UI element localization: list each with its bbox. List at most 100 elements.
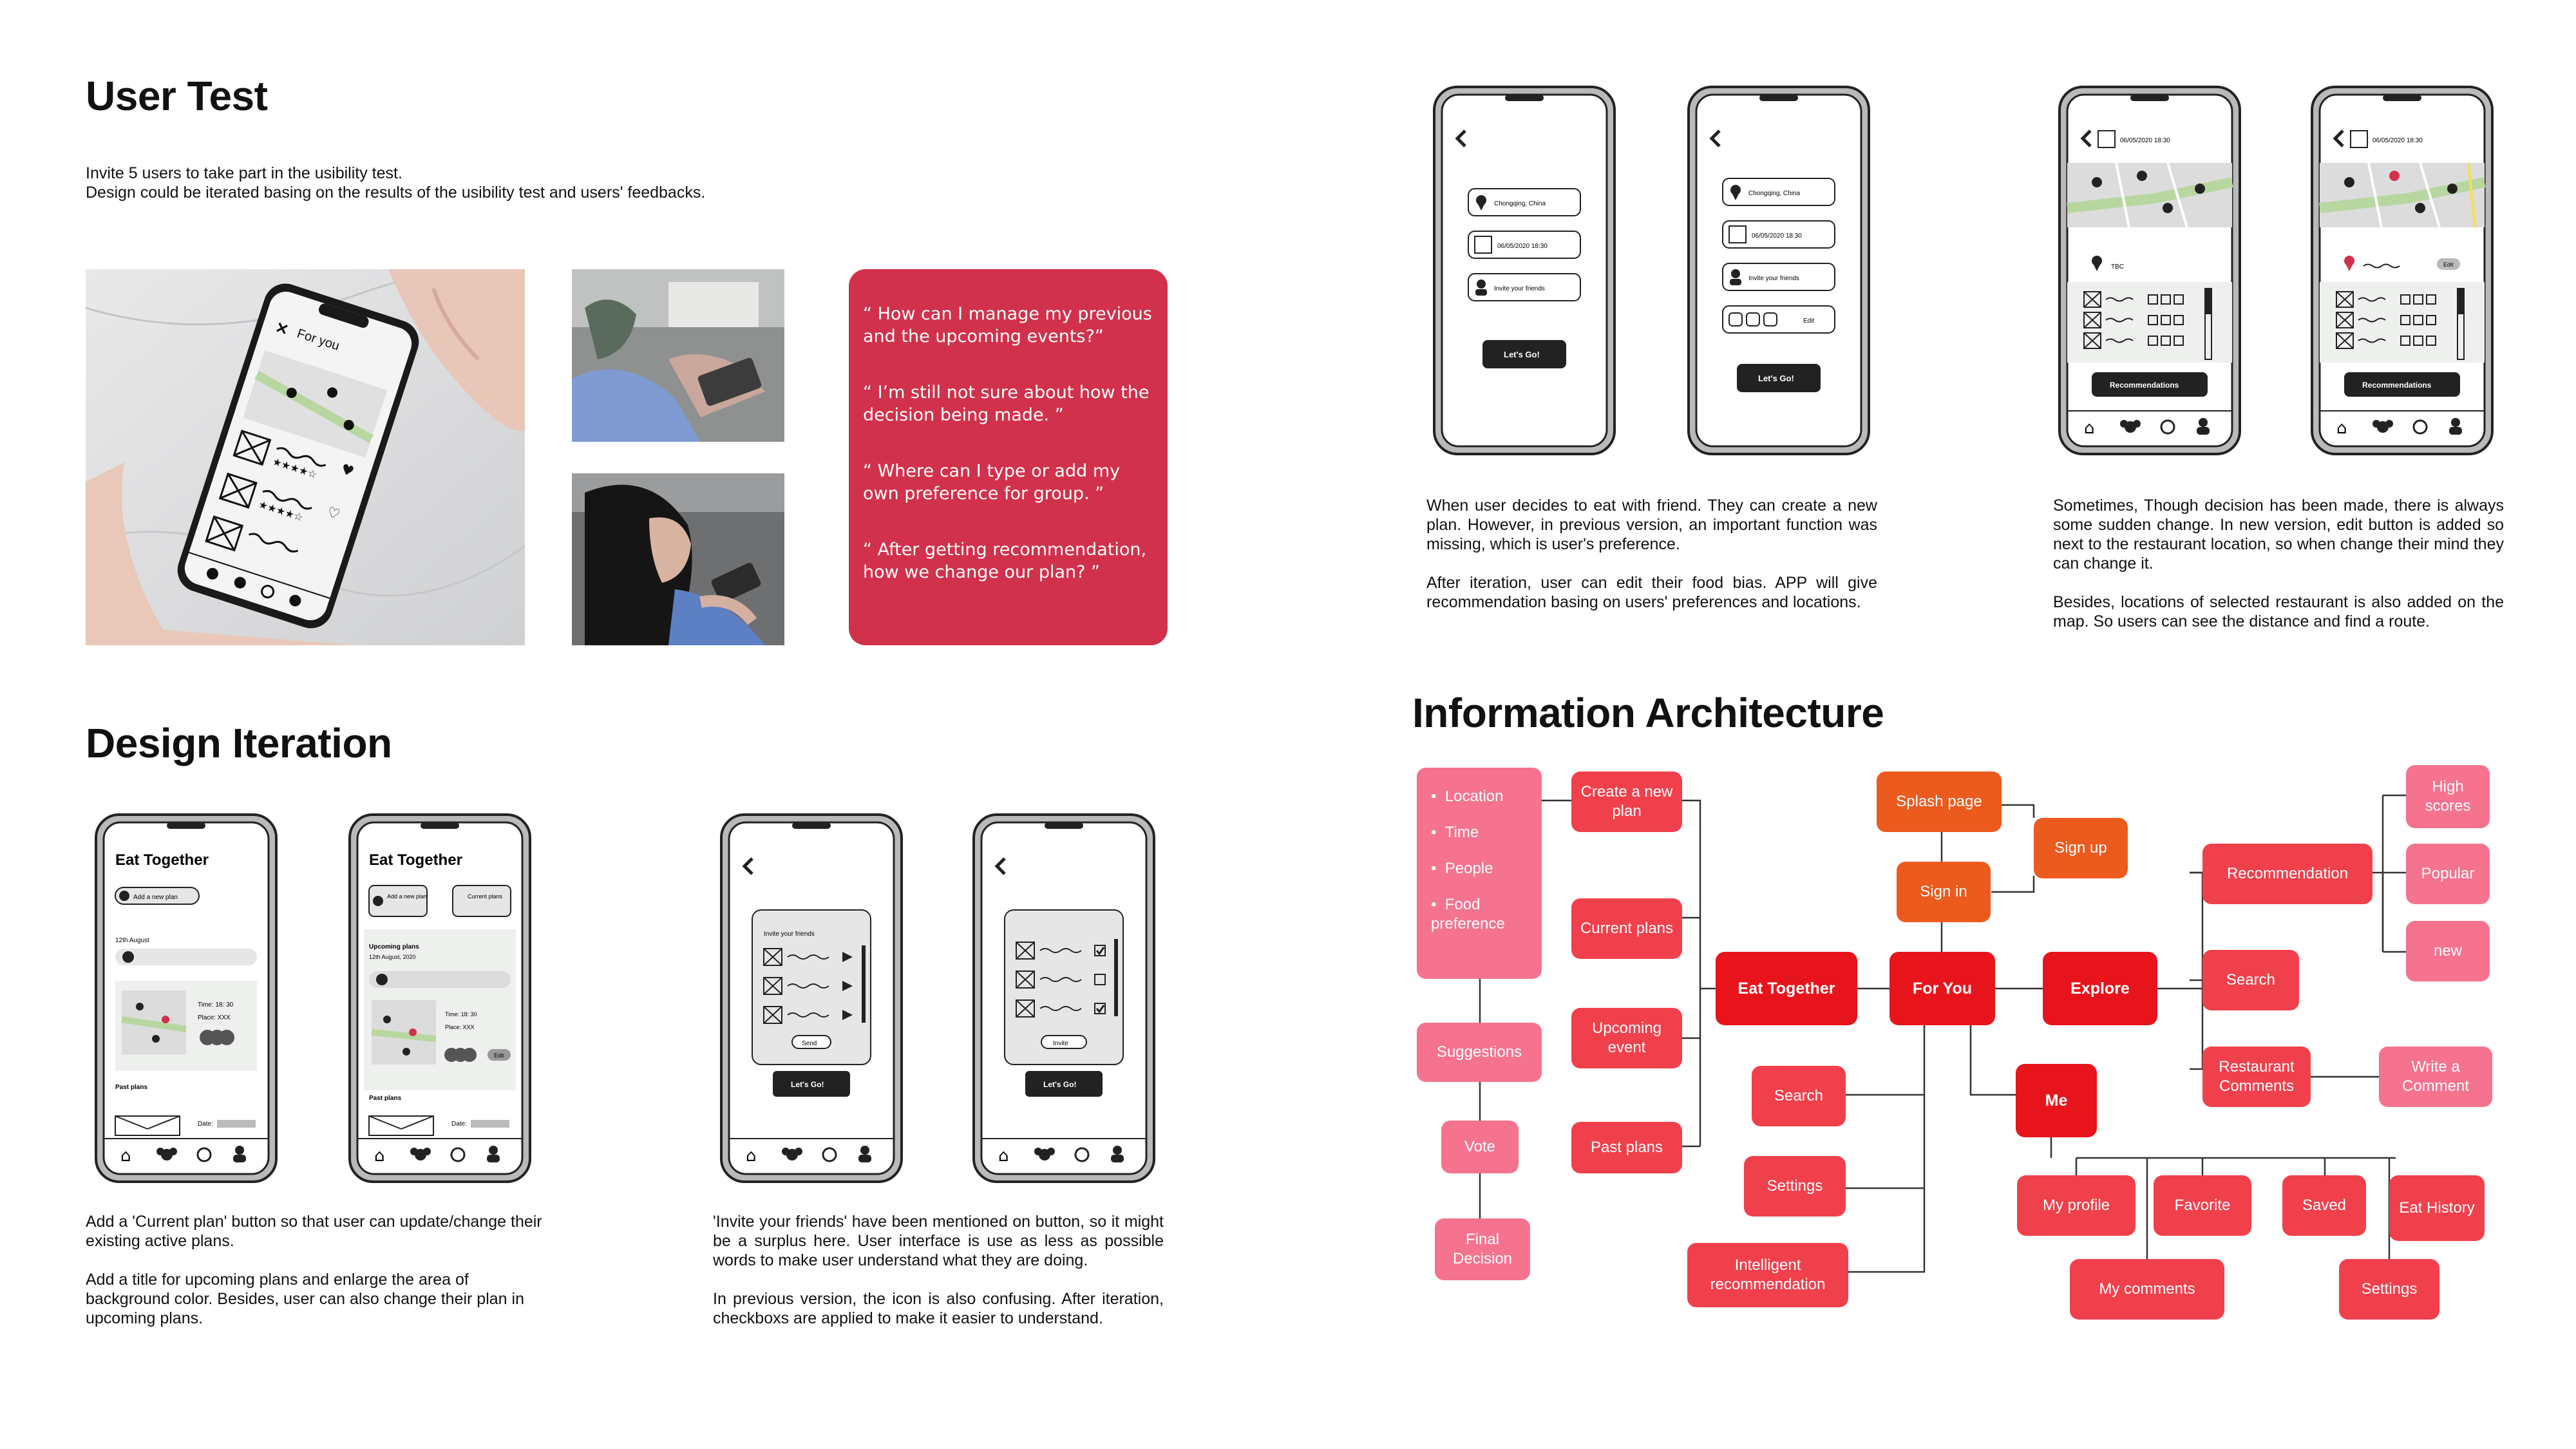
upcoming-date: 12th August, 2020 xyxy=(369,954,416,960)
home-title: Eat Together xyxy=(115,851,209,869)
date-field-v2: Date: xyxy=(451,1121,467,1128)
edit-label: Edit xyxy=(494,1052,504,1059)
ia-item-food-preference: • Food preference xyxy=(1431,896,1505,933)
ia-node-vote: Vote xyxy=(1441,1121,1519,1173)
ia-node-search-left: Search xyxy=(1752,1066,1846,1126)
ia-node-for-you: For You xyxy=(1889,952,1995,1025)
ia-node-write-comment: Write a Comment xyxy=(2379,1046,2492,1107)
svg-text:⌂: ⌂ xyxy=(998,1146,1009,1166)
wireframe-invite-v2: Invite Let's Go! ⌂ xyxy=(972,813,1155,1183)
ia-node-high-scores: High scores xyxy=(2406,765,2490,828)
quote-2: “ I’m still not sure about how the decis… xyxy=(863,383,1150,425)
ia-node-me: Me xyxy=(2016,1064,2097,1137)
user-test-title: User Test xyxy=(86,73,268,119)
place-label: Place: XXX xyxy=(198,1014,231,1021)
ia-node-explore: Explore xyxy=(2043,952,2157,1025)
upcoming-label: Upcoming plans xyxy=(369,943,419,951)
ia-node-my-comments: My comments xyxy=(2070,1259,2224,1320)
invite-field: Invite your friends xyxy=(1494,285,1545,292)
invite-field-v2: Invite your friends xyxy=(1748,275,1799,282)
send-label: Send xyxy=(802,1040,817,1047)
quote-4: “ After getting recommendation, how we c… xyxy=(863,540,1147,582)
ia-node-my-profile: My profile xyxy=(2017,1175,2136,1236)
invite-label: Invite xyxy=(1053,1040,1068,1047)
user-feedback-quotes-card: “ How can I manage my previous and the u… xyxy=(849,269,1168,645)
recommendations-label-g: Recommendations xyxy=(2110,381,2179,390)
ia-item-time: • Time xyxy=(1431,824,1479,841)
wireframe-home-v2: Eat Together Add a new plan Current plan… xyxy=(348,813,531,1183)
svg-text:⌂: ⌂ xyxy=(746,1146,757,1166)
ia-node-settings-right: Settings xyxy=(2339,1259,2439,1320)
add-plan-short-label: Add a new plan xyxy=(387,893,427,900)
location-field: Chongqing, China xyxy=(1494,200,1546,207)
wireframe-recommendation-v1: 06/05/2020 18:30 TBC Recommendations ⌂ xyxy=(2058,86,2241,455)
ia-node-restaurant-comments: Restaurant Comments xyxy=(2202,1046,2311,1107)
edit-label-f: Edit xyxy=(1803,317,1814,325)
svg-text:⌂: ⌂ xyxy=(2336,419,2347,438)
svg-text:⌂: ⌂ xyxy=(374,1146,385,1166)
datetime-header-g: 06/05/2020 18:30 xyxy=(2120,137,2170,144)
ia-node-recommendation: Recommendation xyxy=(2202,844,2372,904)
ia-node-sign-up: Sign up xyxy=(2034,818,2128,878)
wireframe-new-plan-v1: Chongqing, China 06/05/2020 18:30 Invite… xyxy=(1433,86,1616,455)
wireframe-invite-v1: Invite your friends Send Let's Go! ⌂ xyxy=(720,813,903,1183)
ia-node-settings-left: Settings xyxy=(1744,1156,1846,1217)
recommendations-label-h: Recommendations xyxy=(2362,381,2432,390)
iteration-note-new-plan: When user decides to eat with friend. Th… xyxy=(1426,497,1877,611)
svg-text:⌂: ⌂ xyxy=(120,1146,131,1166)
lets-go-label-c: Let's Go! xyxy=(791,1080,824,1089)
ia-node-suggestions: Suggestions xyxy=(1417,1023,1542,1082)
ia-node-popular: Popular xyxy=(2406,844,2490,904)
wireframe-recommendation-v2: 06/05/2020 18:30 Edit Recommendations ⌂ xyxy=(2311,86,2494,455)
ia-node-search-right: Search xyxy=(2202,950,2299,1010)
ia-node-planning-factors: • Location • Time • People • Food prefer… xyxy=(1417,768,1542,979)
location-field-v2: Chongqing, China xyxy=(1748,190,1800,197)
ia-item-people: • People xyxy=(1431,860,1493,877)
past-plans-label-v2: Past plans xyxy=(369,1095,401,1102)
svg-text:⌂: ⌂ xyxy=(2084,419,2095,438)
ia-node-new: new xyxy=(2406,921,2490,981)
usability-test-photo-girl xyxy=(572,473,784,645)
date-label: 12th August xyxy=(115,937,149,944)
date-field: Date: xyxy=(198,1121,213,1128)
ia-node-splash-page: Splash page xyxy=(1877,772,2002,832)
time-label-v2: Time: 18: 30 xyxy=(445,1011,477,1018)
add-plan-label: Add a new plan xyxy=(133,894,178,901)
ia-node-saved: Saved xyxy=(2282,1175,2366,1236)
time-label: Time: 18: 30 xyxy=(198,1001,234,1009)
lets-go-label-f: Let's Go! xyxy=(1758,374,1794,383)
ia-node-create-plan: Create a new plan xyxy=(1571,772,1682,832)
quote-3: “ Where can I type or add my own prefere… xyxy=(863,461,1121,504)
ia-node-current-plans: Current plans xyxy=(1571,898,1682,959)
ia-node-upcoming-event: Upcoming event xyxy=(1571,1008,1682,1068)
ia-node-past-plans: Past plans xyxy=(1571,1122,1682,1173)
datetime-field-v2: 06/05/2020 18:30 xyxy=(1752,232,1802,240)
usability-test-photo-desk xyxy=(572,269,784,442)
wireframe-home-v1: Eat Together Add a new plan 12th August … xyxy=(95,813,278,1183)
tbc-label: TBC xyxy=(2111,263,2124,270)
edit-label-h: Edit xyxy=(2443,261,2454,268)
invite-friends-label: Invite your friends xyxy=(764,931,815,938)
ia-node-intelligent-recommendation: Intelligent recommendation xyxy=(1687,1243,1848,1307)
wireframe-new-plan-v2: Chongqing, China 06/05/2020 18:30 Invite… xyxy=(1687,86,1870,455)
user-test-description: Invite 5 users to take part in the usibi… xyxy=(86,164,706,202)
ia-node-favorite: Favorite xyxy=(2154,1175,2251,1236)
iteration-note-invite: 'Invite your friends' have been mentione… xyxy=(713,1213,1164,1327)
ia-item-location: • Location xyxy=(1431,788,1504,805)
datetime-field: 06/05/2020 18:30 xyxy=(1497,243,1548,250)
ia-node-final-decision: Final Decision xyxy=(1435,1218,1530,1280)
iteration-note-home: Add a 'Current plan' button so that user… xyxy=(86,1213,542,1327)
ia-node-eat-together: Eat Together xyxy=(1716,952,1857,1025)
iteration-note-recommendation: Sometimes, Though decision has been made… xyxy=(2053,497,2504,630)
past-plans-label: Past plans xyxy=(115,1084,147,1091)
ia-node-eat-history: Eat History xyxy=(2389,1175,2485,1241)
design-iteration-title: Design Iteration xyxy=(86,720,392,766)
place-label-v2: Place: XXX xyxy=(445,1024,475,1030)
quote-1: “ How can I manage my previous and the u… xyxy=(863,304,1152,346)
current-plans-label: Current plans xyxy=(468,893,503,900)
lets-go-label-e: Let's Go! xyxy=(1504,350,1540,359)
datetime-header-h: 06/05/2020 18:30 xyxy=(2372,137,2423,144)
usability-test-photo-phone: For you ✕ ★★★★☆ ★★★★☆ ♥ ♡ xyxy=(86,269,525,645)
home-title-v2: Eat Together xyxy=(369,851,462,869)
information-architecture-title: Information Architecture xyxy=(1412,690,1884,736)
